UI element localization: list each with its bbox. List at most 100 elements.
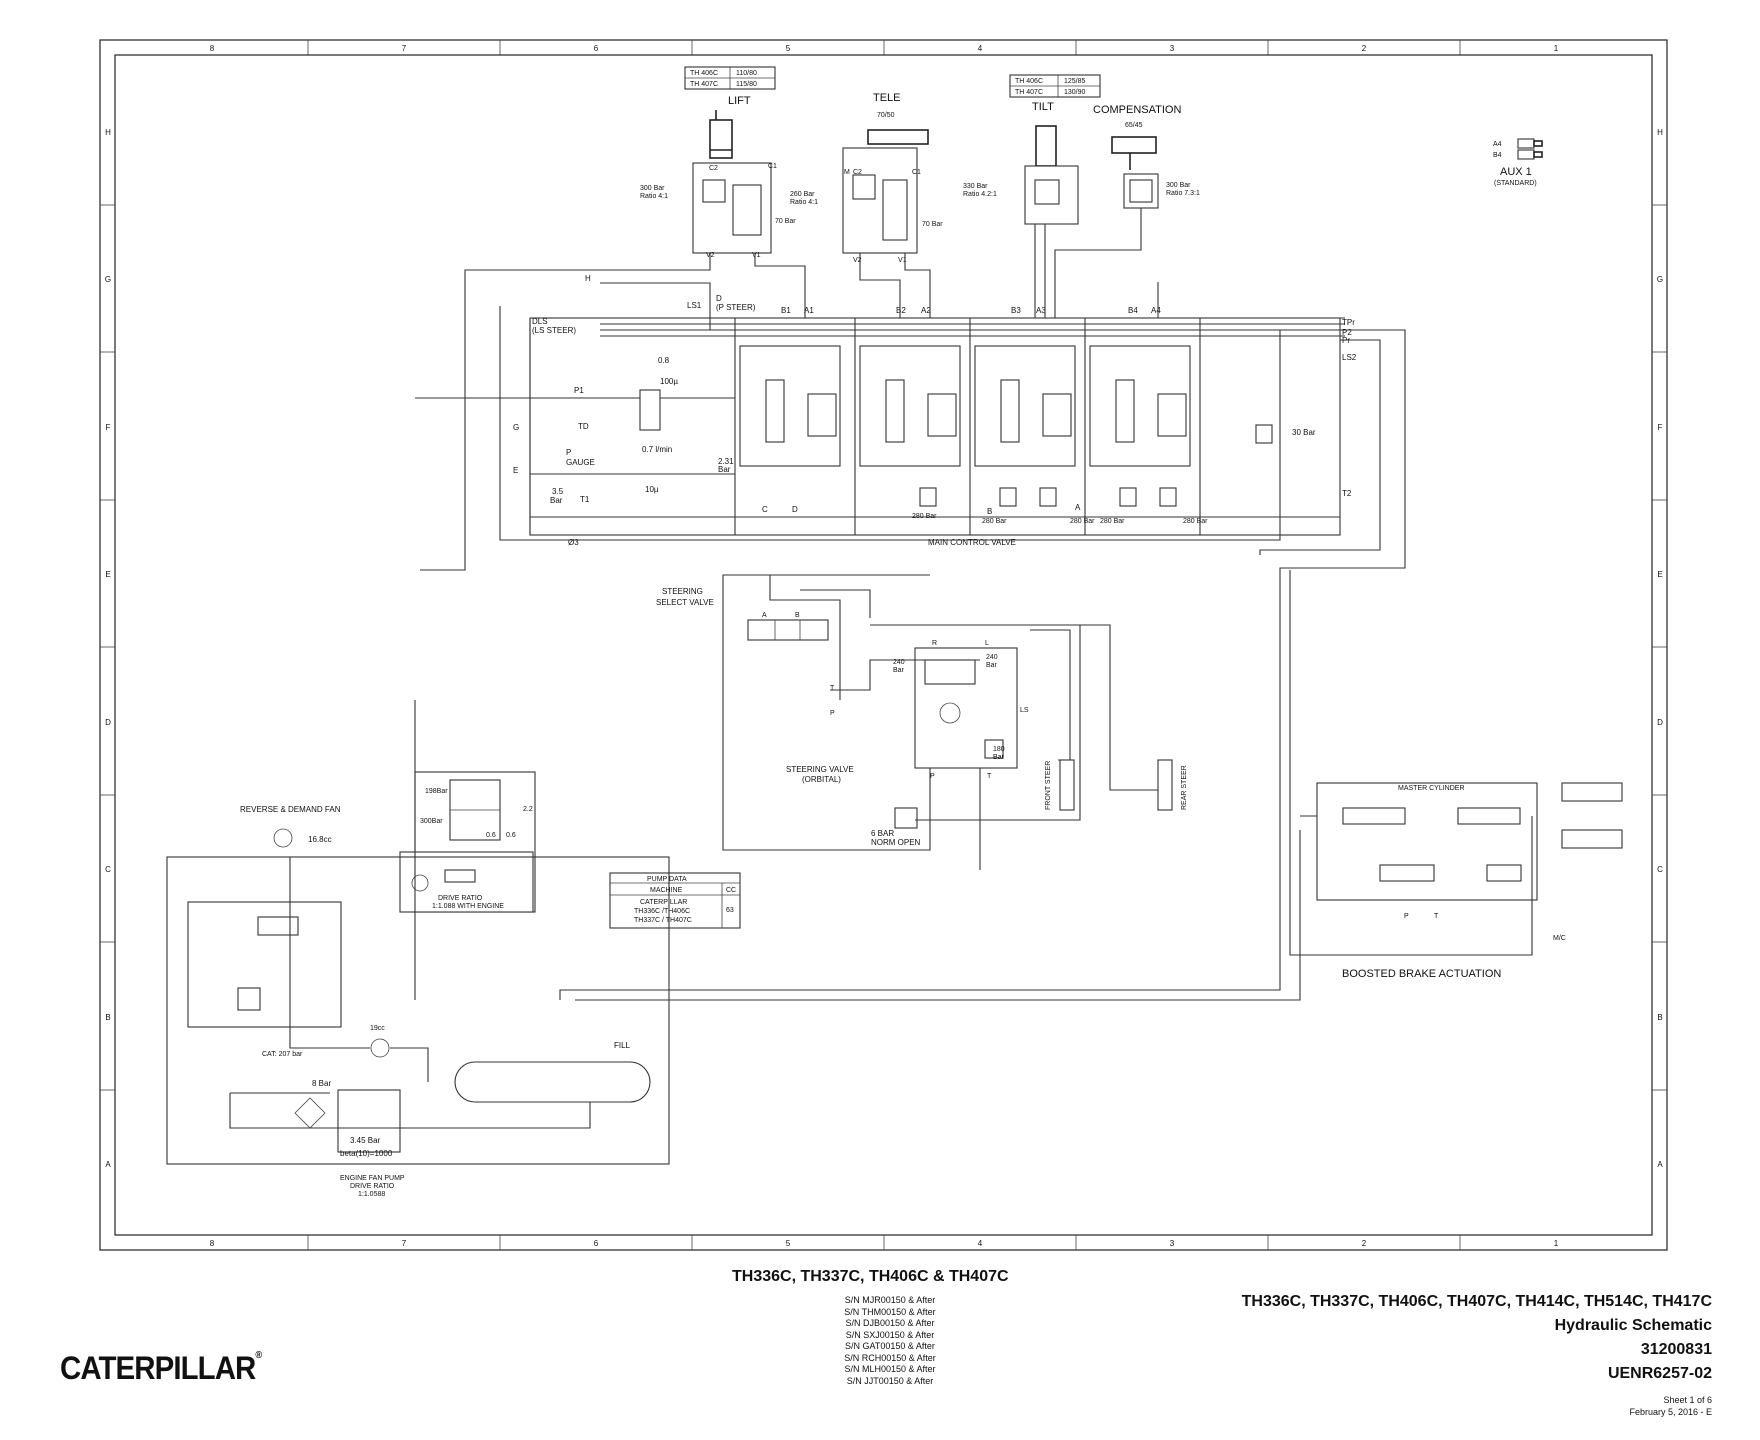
port-label: A2 xyxy=(921,306,931,315)
title-block: TH336C, TH337C, TH406C, TH407C, TH414C, … xyxy=(1242,1290,1712,1418)
mcv-label: A xyxy=(1075,503,1081,512)
cc19-label: 19cc xyxy=(370,1025,385,1032)
port-label: P xyxy=(830,710,835,717)
pressure-label: 198Bar xyxy=(425,788,448,795)
tele-label: TELE xyxy=(873,92,901,104)
port-label: M xyxy=(844,169,850,176)
orifice-label: 0.6 xyxy=(486,832,496,839)
front-steer-label: FRONT STEER xyxy=(1045,761,1052,810)
mcv-label: DLS xyxy=(532,317,548,326)
aux-sub: (STANDARD) xyxy=(1494,180,1537,187)
row-label: C xyxy=(105,865,111,874)
doc-title: Hydraulic Schematic xyxy=(1554,1317,1712,1334)
port-label: B4 xyxy=(1493,152,1502,159)
relief-label: Bar xyxy=(986,662,998,669)
pump-data-cc: 63 xyxy=(726,907,734,914)
port-label: C2 xyxy=(853,169,862,176)
relief-label: 260 Bar xyxy=(790,191,815,198)
aux-label: AUX 1 xyxy=(1500,166,1532,178)
compensation-cylinder-group: COMPENSATION 65/45 300 Bar Ratio 7.3:1 xyxy=(1093,104,1200,209)
col-label: 3 xyxy=(1170,44,1175,53)
mcv-label: TD xyxy=(578,422,589,431)
mcv-label: 3.5 xyxy=(552,487,564,496)
relief-label: 240 xyxy=(986,654,998,661)
row-label: G xyxy=(1657,275,1663,284)
pump-data-machine: TH337C / TH407C xyxy=(634,917,692,924)
col-label: 7 xyxy=(402,1239,407,1248)
port-label: V1 xyxy=(898,257,907,264)
serial-item: S/N JJT00150 & After xyxy=(846,1375,934,1386)
port-label: B1 xyxy=(781,306,791,315)
col-label: 5 xyxy=(786,1239,791,1248)
col-label: 5 xyxy=(786,44,791,53)
pump-data-title: PUMP DATA xyxy=(647,876,687,883)
mcv-label: P2 xyxy=(1342,328,1352,337)
steering-select-label: SELECT VALVE xyxy=(656,598,714,607)
col-label: 2 xyxy=(1362,44,1367,53)
caterpillar-logo: CATERPILLAR® xyxy=(60,1350,262,1386)
pump-data-col: MACHINE xyxy=(650,887,683,894)
row-label: D xyxy=(105,718,111,727)
drive-ratio-label: DRIVE RATIO xyxy=(438,895,483,902)
col-label: 8 xyxy=(210,44,215,53)
tele-size: 70/50 xyxy=(877,112,895,119)
fan-disp: 16.8cc xyxy=(308,835,332,844)
steering-select-label: STEERING xyxy=(662,587,703,596)
lift-label: LIFT xyxy=(728,95,751,107)
sheet-number: Sheet 1 of 6 xyxy=(1663,1395,1712,1405)
mcv-label: 0.8 xyxy=(658,356,670,365)
rear-steer-label: REAR STEER xyxy=(1181,765,1188,810)
mc-label: M/C xyxy=(1553,935,1566,942)
port-label: B2 xyxy=(896,306,906,315)
pressure-lines xyxy=(415,208,1406,830)
mcv-label: T1 xyxy=(580,495,590,504)
row-label: B xyxy=(105,1013,110,1022)
serial-item: S/N SXJ00150 & After xyxy=(845,1329,935,1340)
mcv-label: 100µ xyxy=(660,377,678,386)
main-control-valve: B1 A1 B2 A2 B3 A3 B4 A4 H LS1 D (P STEER… xyxy=(513,274,1357,547)
engine-fan-label: 1:1.0588 xyxy=(358,1191,385,1198)
mcv-label: H xyxy=(585,274,591,283)
port-label: A1 xyxy=(804,306,814,315)
port-label: T xyxy=(987,773,992,780)
col-label: 8 xyxy=(210,1239,215,1248)
main-valve-label: MAIN CONTROL VALVE xyxy=(928,538,1016,547)
row-label: D xyxy=(1657,718,1663,727)
compensation-label: COMPENSATION xyxy=(1093,104,1181,116)
compensation-size: 65/45 xyxy=(1125,122,1143,129)
mcv-label: 0.7 l/min xyxy=(642,445,672,454)
fill-label: FILL xyxy=(614,1041,631,1050)
relief-label: 330 Bar xyxy=(963,183,988,190)
port-label: V1 xyxy=(752,252,761,259)
row-label: F xyxy=(1658,423,1663,432)
row-label: E xyxy=(105,570,110,579)
mcv-label: P1 xyxy=(574,386,584,395)
pump-data-machine: TH336C /TH406C xyxy=(634,908,690,915)
port-label: V2 xyxy=(853,257,862,264)
tilt-cylinder-group: TH 406C 125/85 TH 407C 130/90 TILT 330 B… xyxy=(963,74,1101,225)
mcv-label: 2.31 xyxy=(718,457,734,466)
col-label: 4 xyxy=(978,1239,983,1248)
row-label: H xyxy=(105,128,111,137)
col-label: 1 xyxy=(1554,1239,1559,1248)
mcv-label: B xyxy=(987,507,992,516)
port-label: T xyxy=(830,685,835,692)
steering-valve-label: STEERING VALVE xyxy=(786,765,854,774)
col-label: 7 xyxy=(402,44,407,53)
mcv-label: 10µ xyxy=(645,485,659,494)
row-label: A xyxy=(1657,1160,1663,1169)
serial-item: S/N THM00150 & After xyxy=(844,1306,936,1317)
relief-label: 180 xyxy=(993,746,1005,753)
drive-ratio-label: 1:1.088 WITH ENGINE xyxy=(432,903,504,910)
tilt-table-cell: 125/85 xyxy=(1064,78,1086,85)
lift-table-cell: 115/80 xyxy=(736,81,757,88)
col-label: 2 xyxy=(1362,1239,1367,1248)
lift-table-cell: TH 406C xyxy=(690,70,718,77)
mcv-label: G xyxy=(513,423,519,432)
drive-pump-group: 198Bar 300Bar 2.2 0.6 0.6 DRIVE RATIO 1:… xyxy=(399,771,536,913)
tilt-table-cell: 130/90 xyxy=(1064,89,1086,96)
port-label: T xyxy=(1434,913,1439,920)
port-label: A xyxy=(762,612,767,619)
relief-label: Bar xyxy=(893,667,905,674)
row-label: F xyxy=(106,423,111,432)
